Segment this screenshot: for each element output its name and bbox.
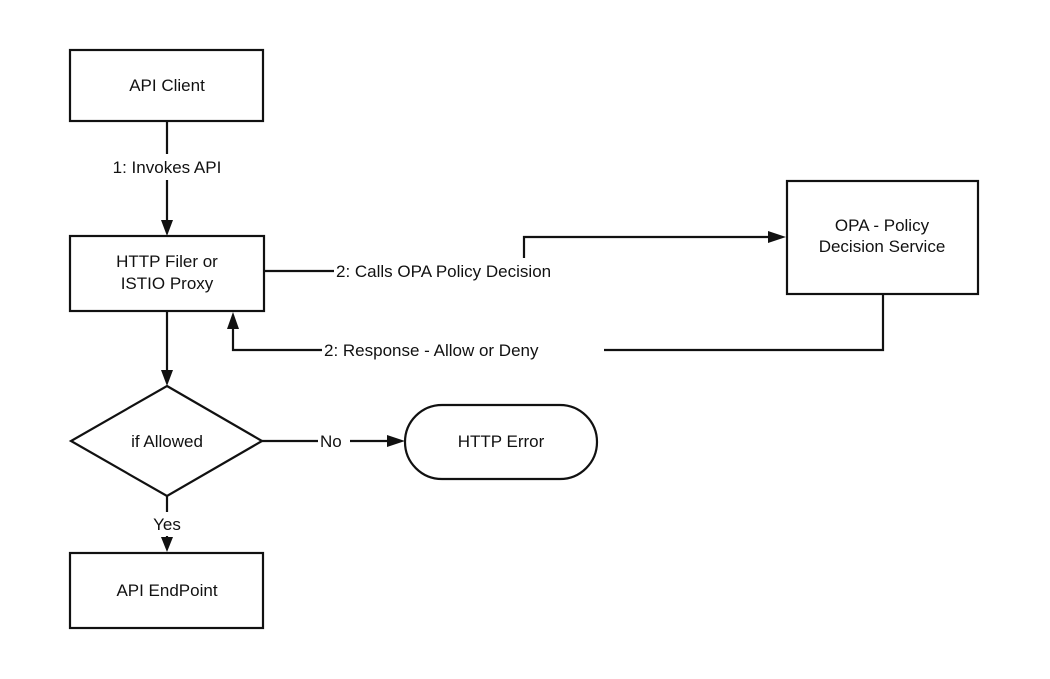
node-label-http-filter-line2: ISTIO Proxy bbox=[121, 274, 214, 293]
node-label-http-error: HTTP Error bbox=[458, 432, 545, 451]
node-api-client: API Client bbox=[68, 48, 265, 123]
arrowhead-down bbox=[161, 220, 173, 236]
node-label-opa-line1: OPA - Policy bbox=[835, 216, 930, 235]
node-http-error: HTTP Error bbox=[403, 403, 599, 481]
node-decision: if Allowed bbox=[68, 384, 265, 498]
edge-label-invokes-api: 1: Invokes API bbox=[113, 158, 222, 177]
node-opa-service: OPA - Policy Decision Service bbox=[785, 179, 980, 296]
edge-response: 2: Response - Allow or Deny bbox=[227, 294, 885, 363]
arrowhead-down bbox=[161, 370, 173, 386]
edge-invokes-api: 1: Invokes API bbox=[95, 121, 239, 236]
node-label-api-client: API Client bbox=[129, 76, 205, 95]
edge-label-bg bbox=[334, 258, 610, 284]
edge-label-bg bbox=[322, 337, 604, 363]
node-label-api-endpoint: API EndPoint bbox=[116, 581, 217, 600]
node-api-endpoint: API EndPoint bbox=[68, 551, 265, 630]
node-http-filter: HTTP Filer or ISTIO Proxy bbox=[68, 234, 266, 313]
edge-label-response: 2: Response - Allow or Deny bbox=[324, 341, 539, 360]
node-label-opa-line2: Decision Service bbox=[819, 237, 946, 256]
arrowhead-right bbox=[768, 231, 786, 243]
edge-yes: Yes bbox=[148, 496, 186, 552]
node-label-decision: if Allowed bbox=[131, 432, 203, 451]
edge-no: No bbox=[262, 429, 405, 453]
node-label-http-filter-line1: HTTP Filer or bbox=[116, 252, 218, 271]
arrowhead-down bbox=[161, 537, 173, 552]
edge-label-yes: Yes bbox=[153, 515, 181, 534]
edge-label-bg bbox=[95, 154, 239, 180]
edge-label-no: No bbox=[320, 432, 342, 451]
edge-label-bg bbox=[318, 429, 350, 453]
edge-calls-opa: 2: Calls OPA Policy Decision bbox=[264, 231, 786, 284]
edge-filter-to-decision bbox=[161, 311, 173, 386]
arrowhead-up bbox=[227, 312, 239, 329]
edge-label-calls-opa: 2: Calls OPA Policy Decision bbox=[336, 262, 551, 281]
arrowhead-right bbox=[387, 435, 405, 447]
edge-label-bg bbox=[148, 512, 186, 536]
